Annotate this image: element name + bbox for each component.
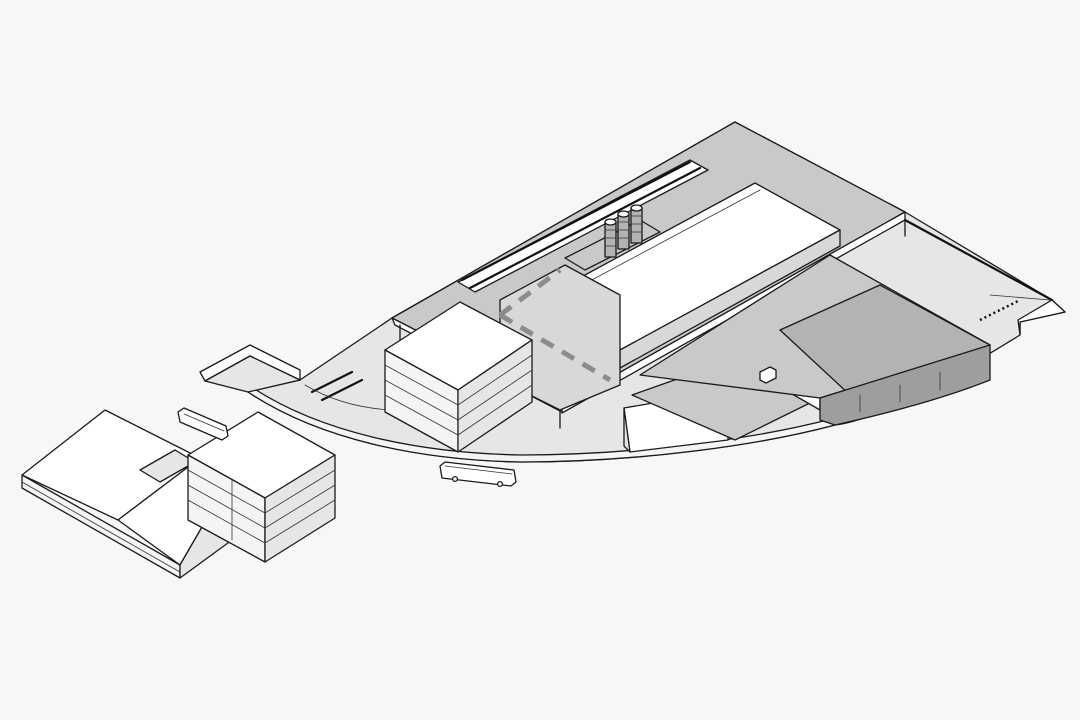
minibus (177, 407, 229, 441)
office-complex (21, 409, 336, 579)
silo-2 (617, 210, 630, 250)
shed-wing (639, 218, 1066, 426)
silo-1 (604, 218, 617, 258)
multi-storey-block (384, 301, 533, 453)
small-vehicle (759, 366, 777, 384)
bus (439, 461, 517, 488)
silo-3 (630, 204, 643, 244)
silo-towers (564, 204, 661, 271)
central-hall (498, 182, 841, 411)
